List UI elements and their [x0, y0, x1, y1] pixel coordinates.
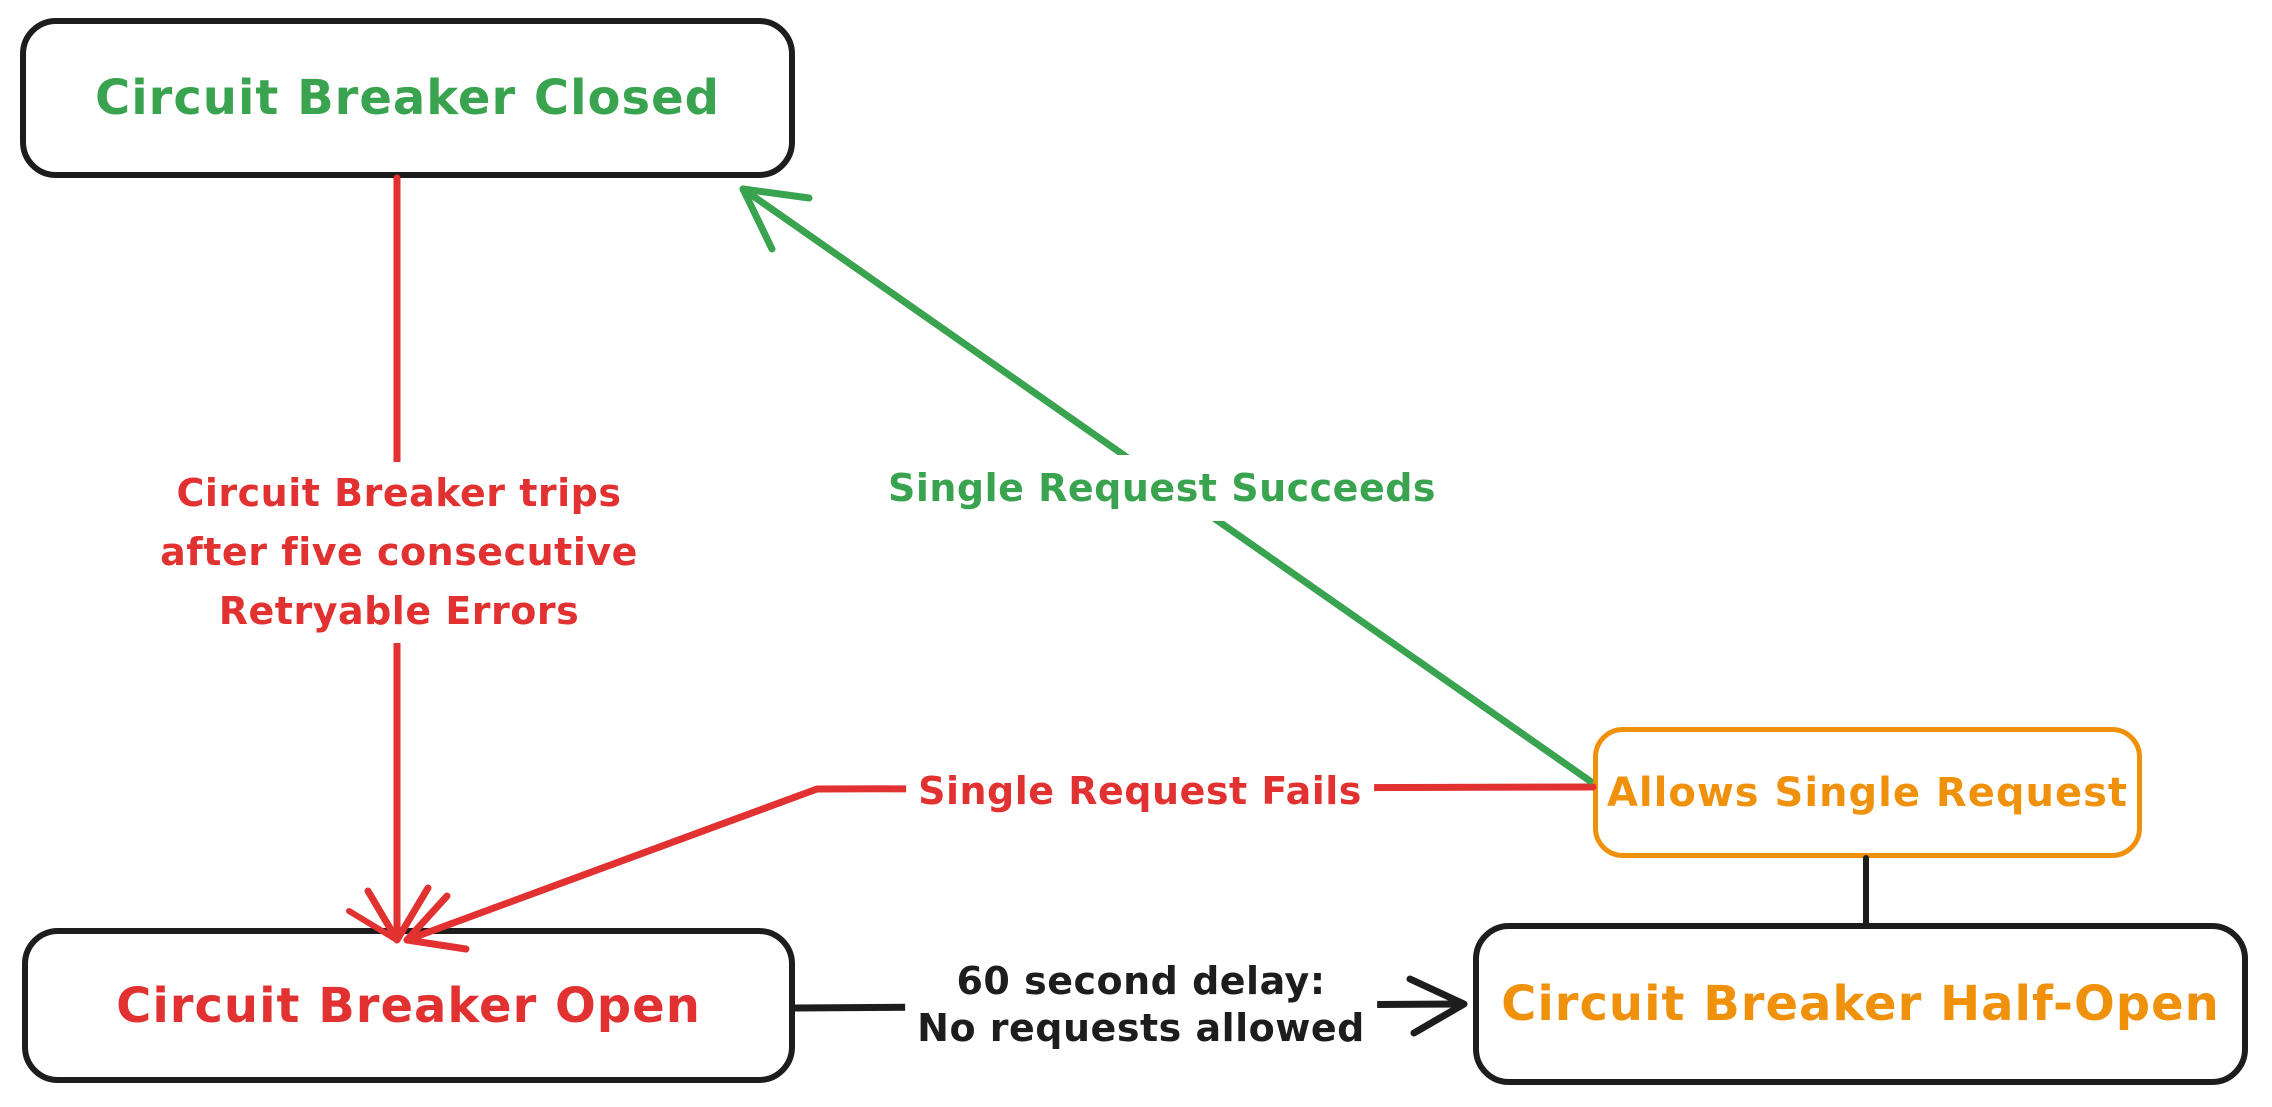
node-closed-label: Circuit Breaker Closed	[95, 70, 720, 126]
succeeds-arrowhead	[739, 185, 813, 253]
edge-label-fails: Single Request Fails	[906, 758, 1374, 824]
node-allows-label: Allows Single Request	[1606, 769, 2129, 816]
delay-arrowhead	[1406, 975, 1468, 1037]
delay-label-line-2: No requests allowed	[917, 1006, 1365, 1050]
node-circuit-breaker-half-open: Circuit Breaker Half-Open	[1473, 923, 2248, 1085]
node-circuit-breaker-closed: Circuit Breaker Closed	[20, 18, 795, 178]
node-half-open-label: Circuit Breaker Half-Open	[1501, 976, 2220, 1032]
edge-label-succeeds: Single Request Succeeds	[875, 455, 1449, 521]
trip-label-line-3: Retryable Errors	[218, 589, 580, 633]
delay-label-line-1: 60 second delay:	[956, 959, 1326, 1003]
edge-label-trip: Circuit Breaker trips after five consecu…	[148, 462, 650, 643]
node-open-label: Circuit Breaker Open	[116, 977, 701, 1034]
edge-label-delay: 60 second delay: No requests allowed	[905, 956, 1377, 1054]
node-circuit-breaker-open: Circuit Breaker Open	[22, 928, 795, 1083]
node-allows-single-request: Allows Single Request	[1593, 727, 2142, 858]
trip-label-line-2: after five consecutive	[160, 530, 638, 574]
trip-label-line-1: Circuit Breaker trips	[176, 471, 622, 515]
